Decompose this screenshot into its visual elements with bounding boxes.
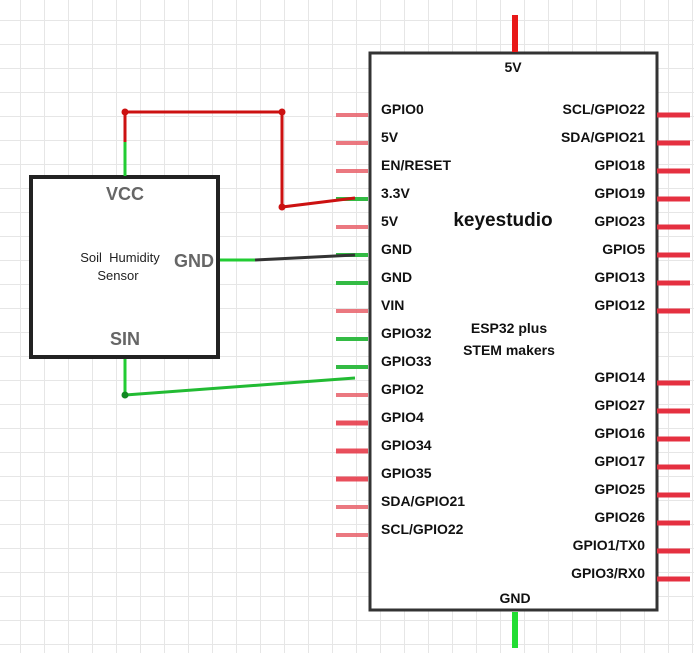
left-pin-label-9: GPIO33 (381, 353, 432, 369)
left-pin-label-5: GND (381, 241, 412, 257)
sensor-sin-label: SIN (110, 329, 140, 349)
ground-wire (254, 253, 356, 262)
left-pin-label-2: EN/RESET (381, 157, 451, 173)
right-pin-label-right_pins_top-4: GPIO23 (594, 213, 645, 229)
right-pin-label-right_pins_top-0: SCL/GPIO22 (563, 101, 646, 117)
board-model-line2: STEM makers (463, 342, 555, 358)
left-pin-label-3: 3.3V (381, 185, 410, 201)
right-pin-label-right_pins_bottom-3: GPIO17 (594, 453, 645, 469)
right-pin-label-right_pins_bottom-6: GPIO1/TX0 (573, 537, 646, 553)
left-pin-label-8: GPIO32 (381, 325, 432, 341)
right-pin-label-right_pins_top-7: GPIO12 (594, 297, 645, 313)
sensor-name-line1: Soil Humidity (80, 250, 160, 265)
bottom-pin-label: GND (499, 590, 530, 606)
right-pin-label-right_pins_bottom-2: GPIO16 (594, 425, 645, 441)
right-pin-label-right_pins_top-6: GPIO13 (594, 269, 645, 285)
esp32-board (368, 51, 659, 612)
right-pin-label-right_pins_top-1: SDA/GPIO21 (561, 129, 645, 145)
left-pin-label-0: GPIO0 (381, 101, 424, 117)
wire-junction (278, 108, 286, 116)
left-pin-label-12: GPIO34 (381, 437, 432, 453)
right-pin-label-right_pins_bottom-1: GPIO27 (594, 397, 645, 413)
left-pin-label-4: 5V (381, 213, 399, 229)
left-pin-label-13: GPIO35 (381, 465, 432, 481)
left-pin-label-10: GPIO2 (381, 381, 424, 397)
left-pin-label-1: 5V (381, 129, 399, 145)
wire-junction (121, 391, 129, 399)
board-model-line1: ESP32 plus (471, 320, 547, 336)
right-pin-label-right_pins_top-2: GPIO18 (594, 157, 645, 173)
left-pin-label-7: VIN (381, 297, 404, 313)
left-pin-label-11: GPIO4 (381, 409, 424, 425)
right-pin-header: SCL/GPIO22SDA/GPIO21GPIO18GPIO19GPIO23GP… (561, 101, 690, 582)
board-brand: keyestudio (453, 210, 552, 231)
right-pin-label-right_pins_bottom-0: GPIO14 (594, 369, 645, 385)
left-pin-label-14: SDA/GPIO21 (381, 493, 465, 509)
right-pin-label-right_pins_top-3: GPIO19 (594, 185, 645, 201)
top-pin-label: 5V (504, 59, 522, 75)
sensor-gnd-label: GND (174, 251, 214, 271)
wire-junction (278, 203, 286, 211)
right-pin-label-right_pins_top-5: GPIO5 (602, 241, 645, 257)
wire-junction (121, 108, 129, 116)
sensor-name-line2: Sensor (97, 268, 139, 283)
left-pin-header: GPIO0 5V EN/RESET 3.3V 5V GND GND VIN GPIO32GPIO… (336, 101, 465, 537)
sensor-vcc-label: VCC (106, 184, 144, 204)
left-pin-label-15: SCL/GPIO22 (381, 521, 464, 537)
right-pin-label-right_pins_bottom-4: GPIO25 (594, 481, 645, 497)
left-pin-label-6: GND (381, 269, 412, 285)
soil-humidity-sensor (29, 175, 220, 359)
right-pin-label-right_pins_bottom-5: GPIO26 (594, 509, 645, 525)
right-pin-label-right_pins_bottom-7: GPIO3/RX0 (571, 565, 645, 581)
signal-wire-gpio33 (123, 376, 356, 397)
